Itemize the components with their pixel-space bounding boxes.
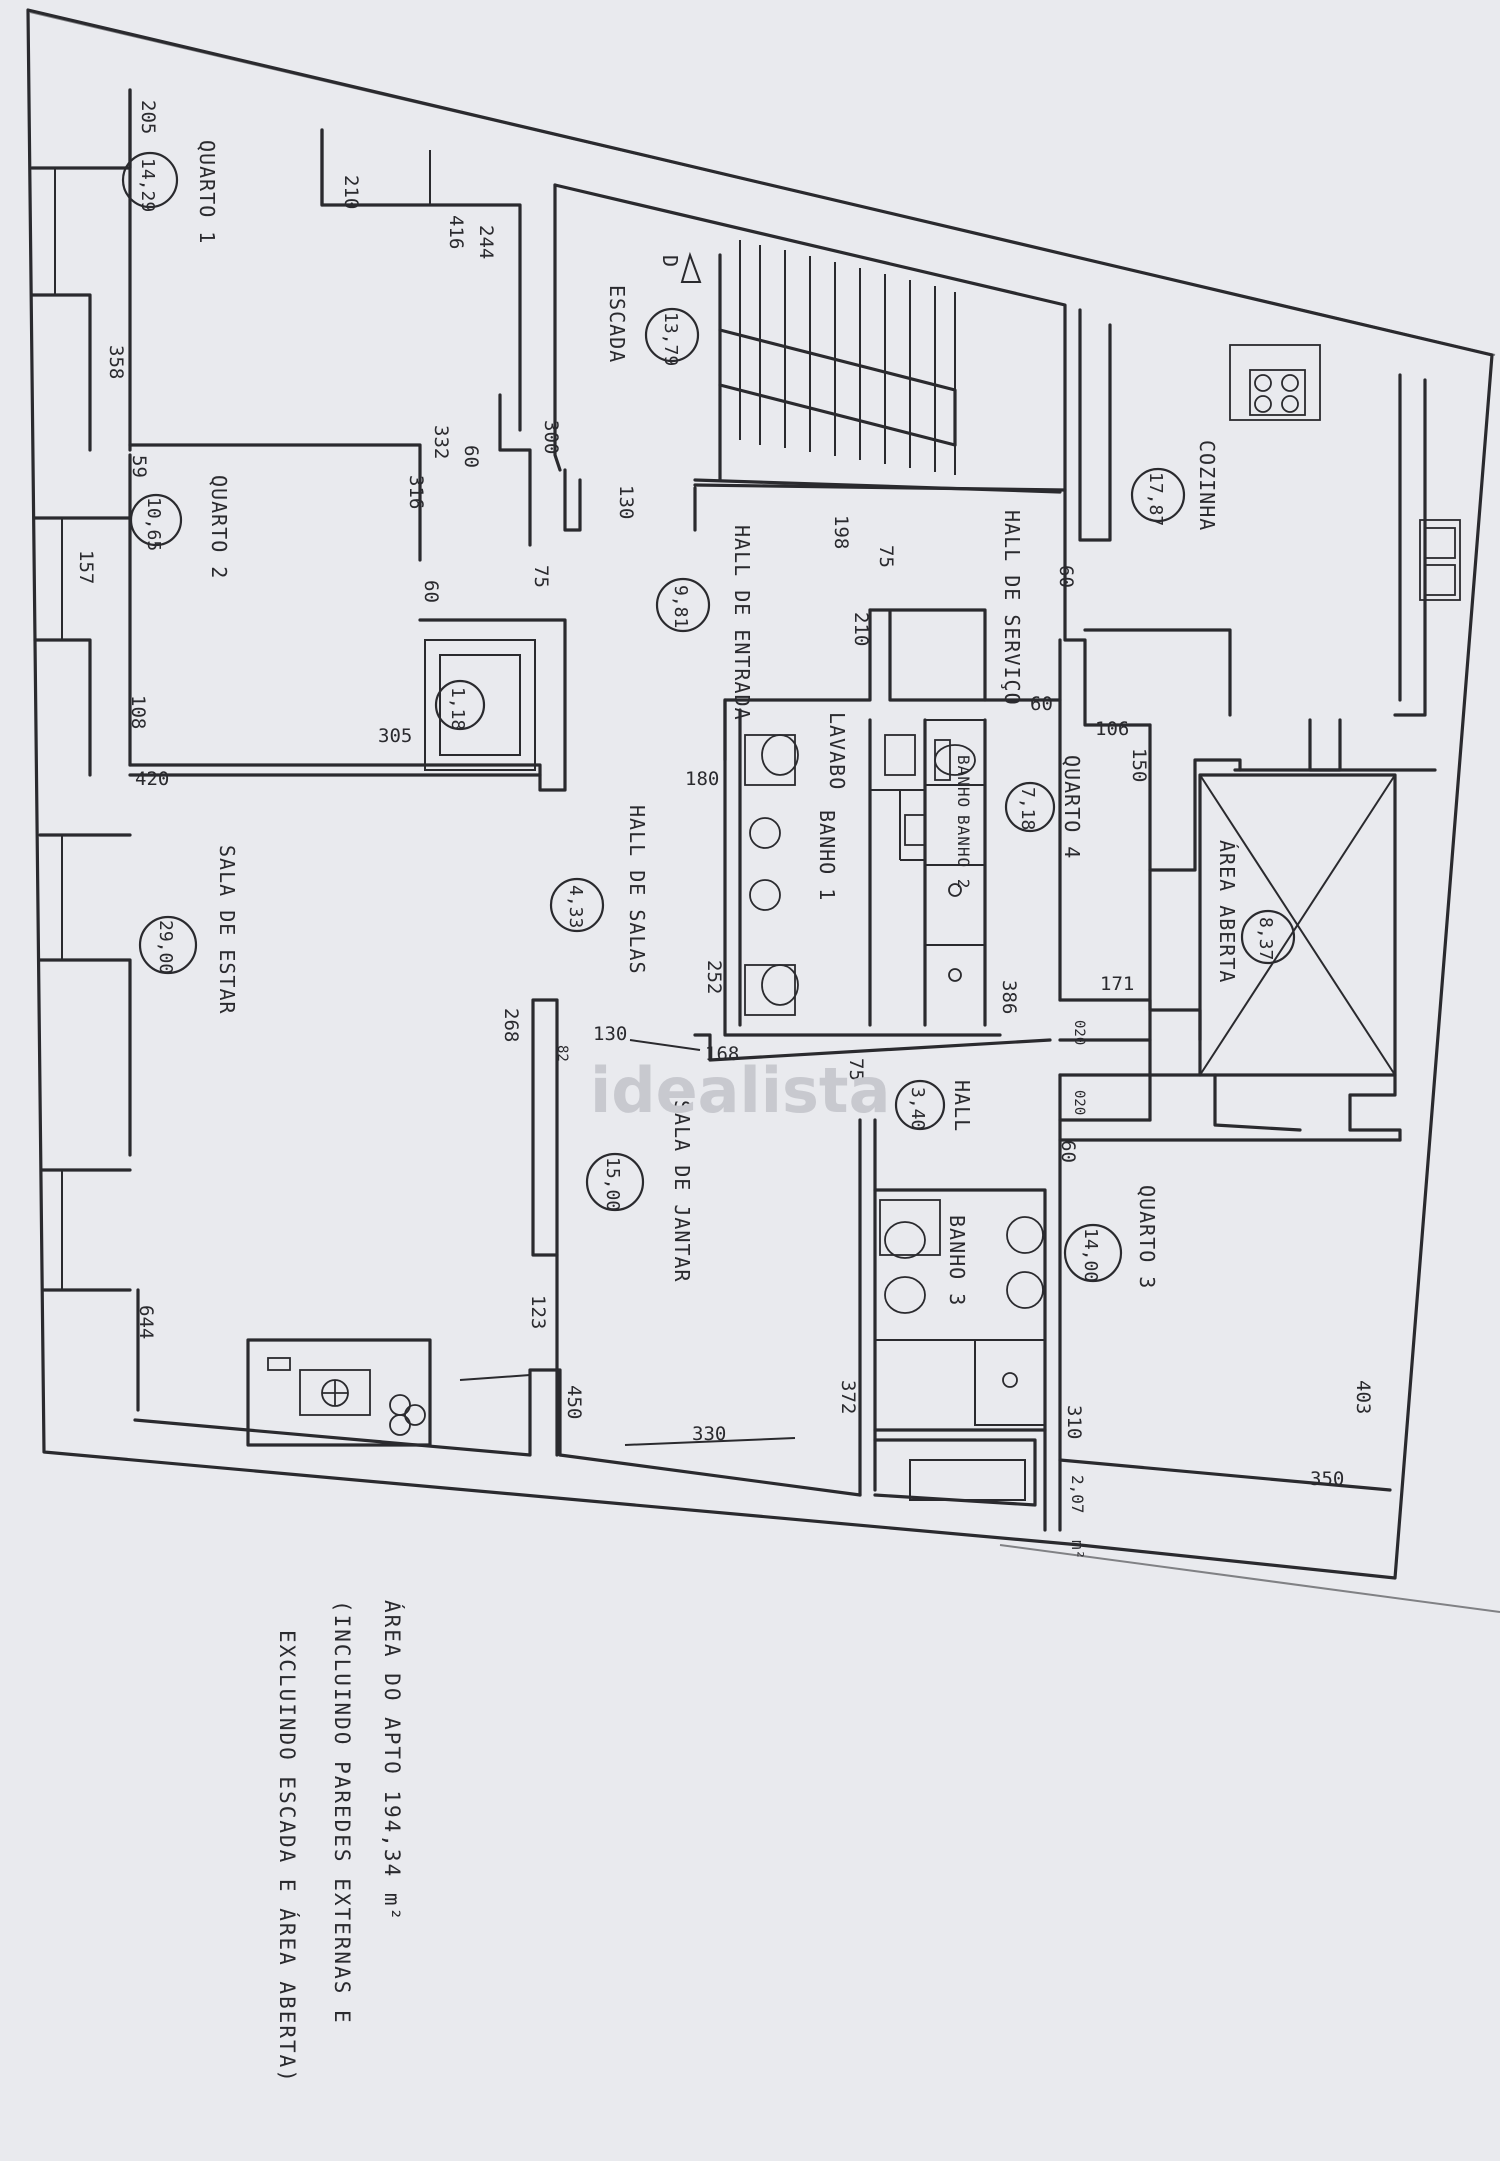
dimension-label: 403 (1352, 1380, 1374, 1414)
dimension-label: 123 (527, 1295, 549, 1329)
dimension-label: 60 (460, 445, 482, 468)
room-label-sala-de-estar: SALA DE ESTAR (215, 845, 239, 1015)
dimension-label: 420 (135, 768, 169, 790)
dimension-label: 150 (1128, 748, 1150, 782)
room-label-escada: ESCADA (605, 285, 629, 363)
dimension-label: 130 (593, 1023, 627, 1045)
room-area-quarto-4: 7,18 (1017, 787, 1038, 830)
dimension-label: 106 (1095, 718, 1129, 740)
dimension-label: 75 (845, 1058, 867, 1081)
room-label-hall: HALL (950, 1080, 974, 1132)
room-area-sala-de-estar: 29,00 (155, 920, 176, 974)
dimension-label: 330 (692, 1423, 726, 1445)
dimension-label: 300 (540, 420, 562, 454)
room-label-quarto-2: QUARTO 2 (207, 475, 231, 579)
area-footnote: ÁREA DO APTO 194,34 m² (INCLUINDO PAREDE… (275, 1600, 405, 2084)
dimension-label: 358 (105, 345, 127, 379)
dimension-label: 60 (420, 580, 442, 603)
dimension-label: 198 (830, 515, 852, 549)
dimension-label: 210 (340, 175, 362, 209)
dimension-label: 60 (1055, 565, 1077, 588)
room-label-cozinha: COZINHA (1195, 440, 1219, 531)
dimension-label: 372 (837, 1380, 859, 1414)
dimension-label: 108 (127, 695, 149, 729)
room-area-quarto-3: 14,00 (1080, 1228, 1101, 1282)
room-area-cozinha: 17,87 (1145, 472, 1166, 526)
watermark-logo: idealista (590, 1054, 890, 1127)
room-label-hall-de-salas: HALL DE SALAS (625, 805, 649, 975)
dimension-label: 82 (554, 1045, 570, 1062)
dimension-label: 59 (128, 455, 150, 478)
room-label-quarto-4: QUARTO 4 (1060, 755, 1084, 859)
dimension-label: 210 (850, 612, 872, 646)
dimension-labels: 205 210 416 244 358 332 60 316 300 130 7… (75, 100, 1374, 1559)
dimension-label: 316 (405, 475, 427, 509)
dimension-label: 180 (685, 768, 719, 790)
footnote-line-3: EXCLUINDO ESCADA E ÁREA ABERTA) (275, 1630, 300, 2084)
dimension-label: 168 (705, 1043, 739, 1065)
footnote-line-2: (INCLUINDO PAREDES EXTERNAS E (330, 1600, 354, 2025)
dimension-label: 60 (1030, 693, 1053, 715)
room-area-quarto-2: 10,65 (143, 497, 164, 551)
room-label-banho-1: BANHO 1 (815, 810, 839, 901)
room-label-banho-2: BANHO 2 (954, 815, 973, 889)
dimension-label: 386 (998, 980, 1020, 1014)
fixtures (744, 344, 1461, 1388)
dimension-label: 305 (378, 725, 412, 747)
dimension-label: 020 (1071, 1020, 1087, 1045)
room-label-quarto-3: QUARTO 3 (1135, 1185, 1159, 1289)
stair-direction-marker: D (658, 255, 682, 268)
dimension-label: 268 (500, 1008, 522, 1042)
room-labels: QUARTO 1 14,29 ESCADA 13,79 D COZINHA 17… (137, 140, 1276, 1306)
room-label-banho-3: BANHO 3 (945, 1215, 969, 1306)
dimension-label: 75 (875, 545, 897, 568)
room-label-hall-de-entrada: HALL DE ENTRADA (730, 525, 754, 721)
dimension-label: 75 (530, 565, 552, 588)
room-area-sala-de-jantar: 15,00 (602, 1157, 623, 1211)
dimension-label: 450 (563, 1385, 585, 1419)
room-area-quarto-1: 14,29 (137, 158, 158, 212)
dimension-label: 157 (75, 550, 97, 584)
footnote-line-1: ÁREA DO APTO 194,34 m² (380, 1600, 405, 1922)
room-label-hall-de-servico: HALL DE SERVIÇO (1000, 510, 1024, 706)
dimension-label: 020 (1071, 1090, 1087, 1115)
dimension-label: 244 (475, 225, 497, 259)
room-label-banho: BANHO (954, 755, 973, 808)
area-circles (121, 151, 1296, 1283)
room-area-area-aberta: 8,37 (1255, 917, 1276, 960)
room-label-quarto-1: QUARTO 1 (195, 140, 219, 244)
dimension-label: 205 (137, 100, 159, 134)
dimension-label: 350 (1310, 1468, 1344, 1490)
room-label-area-aberta: ÁREA ABERTA (1215, 840, 1239, 983)
room-area-hall: 3,40 (907, 1087, 928, 1130)
dimension-label: 60 (1057, 1140, 1079, 1163)
room-area-escada: 13,79 (660, 312, 681, 366)
room-area-closet: 1,18 (447, 687, 468, 730)
dimension-label: 252 (703, 960, 725, 994)
room-label-lavabo: LAVABO (825, 712, 849, 790)
room-area-hall-de-entrada: 9,81 (670, 585, 691, 628)
room-area-hall-de-salas: 4,33 (565, 885, 586, 928)
dimension-label: 416 (445, 215, 467, 249)
dimension-label: 644 (135, 1305, 157, 1339)
dimension-label: 2,07 (1068, 1475, 1087, 1514)
room-label-sala-de-jantar: SALA DE JANTAR (670, 1100, 694, 1283)
dimension-unit-suffix: m² (1068, 1540, 1087, 1559)
dimension-label: 310 (1063, 1405, 1085, 1439)
dimension-label: 171 (1100, 973, 1134, 995)
dimension-label: 130 (615, 485, 637, 519)
stair-treads (680, 240, 956, 475)
dimension-label: 332 (430, 425, 452, 459)
